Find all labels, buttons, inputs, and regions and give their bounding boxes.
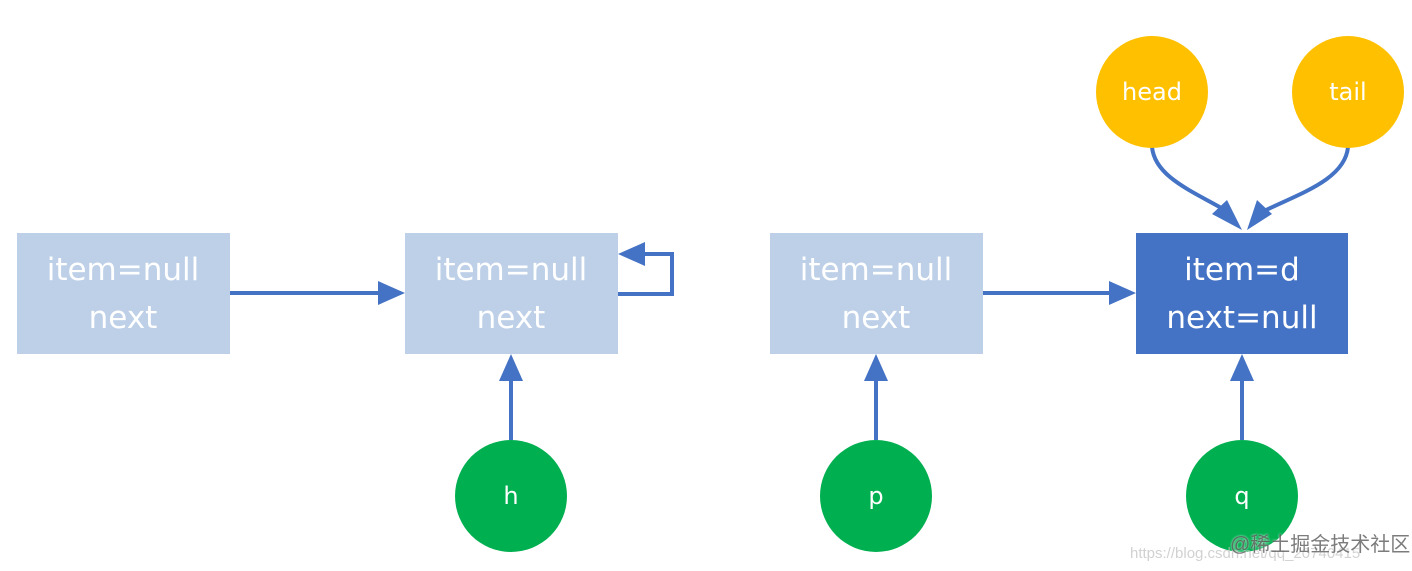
arrow-node1-to-node2	[230, 281, 405, 305]
list-node-3-item-label: item=null	[800, 252, 953, 288]
arrow-p-to-node3	[864, 354, 888, 440]
pointer-p-label: p	[868, 482, 883, 510]
arrow-node2-self-loop	[618, 242, 674, 296]
list-node-4-box	[1136, 233, 1348, 354]
list-node-2-item-label: item=null	[435, 252, 588, 288]
pointer-head: head	[1096, 36, 1208, 148]
list-node-2-box	[405, 233, 618, 354]
arrow-h-to-node2	[499, 354, 523, 440]
pointer-h-circle	[455, 440, 567, 552]
pointer-p: p	[820, 440, 932, 552]
list-node-1-next-label: next	[89, 300, 158, 336]
pointer-q-circle	[1186, 440, 1298, 552]
arrow-q-to-node4	[1230, 354, 1254, 440]
pointer-h: h	[455, 440, 567, 552]
list-node-1: item=null next	[17, 233, 230, 354]
arrow-head-to-node4	[1150, 146, 1242, 230]
arrow-tail-to-node4	[1247, 146, 1350, 230]
pointer-tail: tail	[1292, 36, 1404, 148]
list-node-4-next-label: next=null	[1166, 300, 1317, 336]
arrow-node3-to-node4	[983, 281, 1136, 305]
list-node-1-box	[17, 233, 230, 354]
pointer-q-label: q	[1234, 482, 1249, 510]
pointer-h-label: h	[503, 482, 518, 510]
list-node-1-item-label: item=null	[47, 252, 200, 288]
pointer-head-circle	[1096, 36, 1208, 148]
pointer-tail-label: tail	[1329, 78, 1366, 106]
list-node-3-box	[770, 233, 983, 354]
watermark-main: @稀土掘金技术社区	[1230, 534, 1411, 556]
list-node-3: item=null next	[770, 233, 983, 354]
pointer-tail-circle	[1292, 36, 1404, 148]
watermark-url: https://blog.csdn.net/qq_20740415	[1130, 545, 1361, 562]
pointer-p-circle	[820, 440, 932, 552]
list-node-3-next-label: next	[842, 300, 911, 336]
list-node-4: item=d next=null	[1136, 233, 1348, 354]
pointer-q: q	[1186, 440, 1298, 552]
list-node-2-next-label: next	[477, 300, 546, 336]
pointer-head-label: head	[1122, 78, 1182, 106]
list-node-2: item=null next	[405, 233, 618, 354]
list-node-4-item-label: item=d	[1184, 252, 1300, 288]
